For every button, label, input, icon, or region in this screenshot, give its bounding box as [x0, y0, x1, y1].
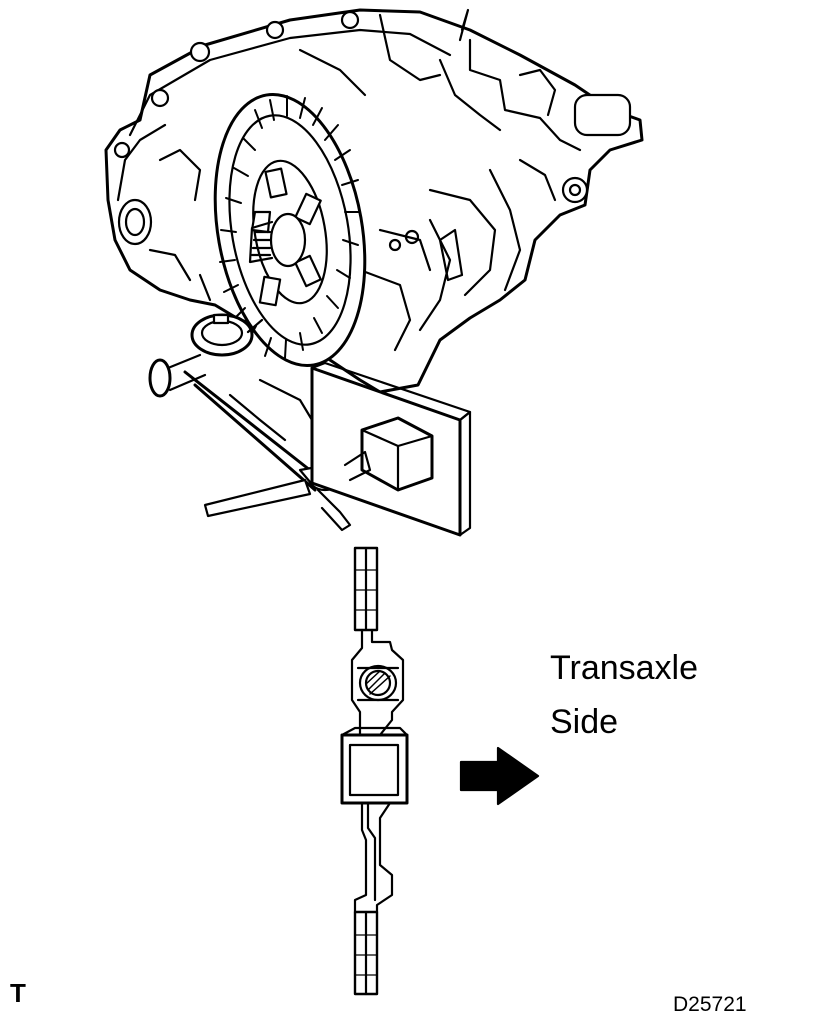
transaxle-housing	[106, 10, 642, 392]
transaxle-side-label-line2: Side	[550, 703, 619, 741]
arrow-right-icon	[461, 748, 538, 804]
transaxle-side-label: Transaxle	[550, 649, 699, 687]
figure-id: D25721	[673, 993, 747, 1016]
clutch-disc	[195, 83, 384, 378]
dial-indicator-setup	[150, 315, 470, 535]
clutch-disc-cross-section	[342, 548, 407, 994]
corner-mark: T	[10, 978, 26, 1008]
disc-facing-segments	[220, 96, 360, 358]
